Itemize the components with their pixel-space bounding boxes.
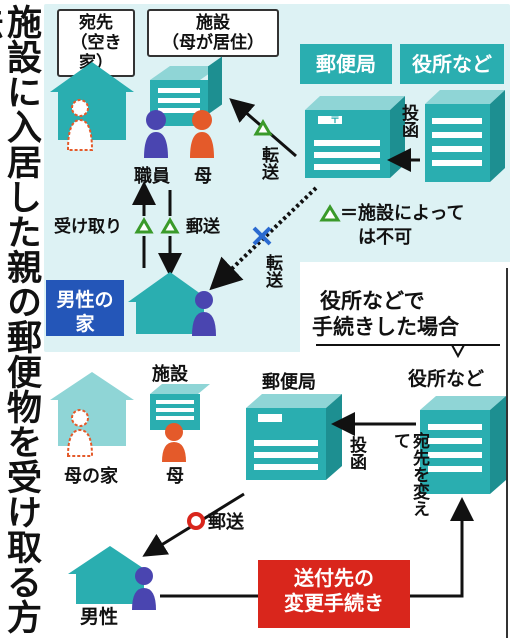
vacant-house-icon [50, 62, 134, 151]
city-office-building-icon [425, 90, 505, 182]
frame-right-line [506, 268, 508, 638]
forward-arrow-son-house [209, 186, 318, 291]
city-office-bottom-label: 役所など [408, 368, 485, 390]
mail-bottom-label: 郵送 [208, 512, 244, 533]
forward-label-2: 転送 [262, 254, 282, 288]
panel-cutout [300, 262, 514, 356]
conditional-triangle-icon [253, 119, 273, 136]
man-label: 男性 [80, 606, 119, 628]
bottom-heading-line1: 役所などで [320, 289, 425, 313]
mothers-house-icon [50, 372, 134, 457]
post-office-bottom-label: 郵便局 [262, 372, 316, 393]
tag-facility: 施設 （母が居住） [147, 9, 279, 57]
forward-label: 転送 [258, 146, 278, 180]
svg-text:〒: 〒 [330, 114, 340, 126]
toukan-label: 投函 [398, 104, 418, 138]
change-dest-label: 宛先を変えて [390, 432, 429, 517]
legend-triangle-icon [319, 204, 341, 222]
available-circle-icon [187, 512, 205, 530]
son-house-icon [128, 272, 216, 336]
son-house-label: 男性の 家 [46, 280, 124, 336]
legend-line2: は不可 [358, 227, 412, 248]
post-office-label: 郵便局 [300, 44, 392, 84]
page-title: 施設に入居した親の郵便物を受け取る方法 [0, 4, 41, 634]
mail-label: 郵送 [186, 217, 220, 237]
blocked-x-icon [252, 226, 272, 246]
bottom-heading-line2: 手続きした場合 [312, 315, 459, 339]
post-office-building-bottom-icon [246, 394, 342, 480]
mother-label: 母 [194, 166, 212, 187]
facility-bottom-label: 施設 [152, 364, 188, 385]
facility-building-icon [150, 56, 222, 126]
facility-building-small-icon [150, 384, 210, 462]
toukan-bottom-label: 投函 [346, 436, 366, 470]
post-office-building-icon: 〒 [305, 96, 405, 178]
conditional-triangle-icon [134, 217, 154, 234]
city-office-label: 役所など [400, 44, 504, 84]
legend-line1: ＝施設によって [340, 203, 465, 224]
man-house-icon [68, 546, 156, 610]
city-office-building-bottom-icon [420, 396, 506, 494]
staff-label: 職員 [134, 166, 170, 187]
conditional-triangle-icon [160, 217, 180, 234]
receive-label: 受け取り [54, 217, 122, 237]
staff-figure-icon [144, 110, 168, 158]
mother-figure-icon [190, 110, 214, 158]
mothers-house-label: 母の家 [64, 466, 118, 487]
mother-bottom-label: 母 [166, 466, 184, 487]
procedure-label: 送付先の 変更手続き [258, 560, 410, 628]
